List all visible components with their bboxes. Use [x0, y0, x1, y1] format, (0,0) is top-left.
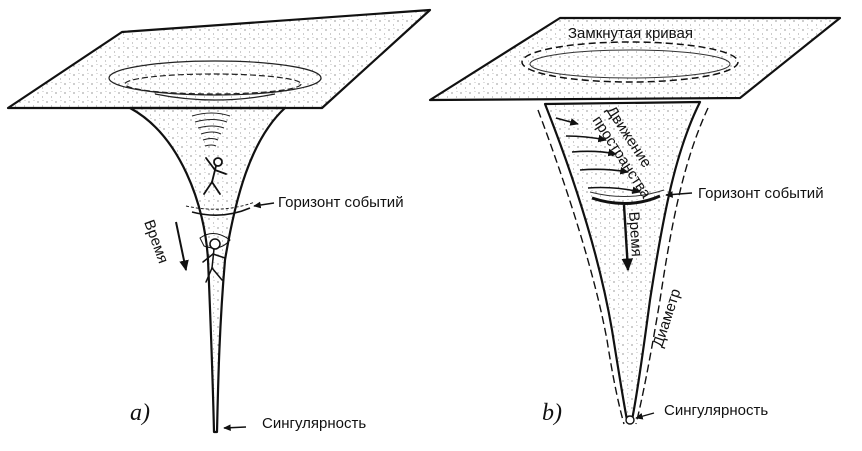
panel-label-a: a): [130, 400, 150, 426]
horizon-label-a: Горизонт событий: [278, 194, 404, 211]
space-sheet-a: [6, 8, 432, 110]
panel-label-b: b): [542, 400, 562, 426]
walking-man-icon: [203, 157, 227, 195]
space-sheet-b: [428, 16, 842, 102]
horizon-pointer-a: [253, 201, 275, 209]
closed-curve-label: Замкнутая кривая: [568, 25, 693, 42]
time-label-b: Время: [625, 211, 645, 257]
event-horizon-ring-a: [191, 207, 251, 216]
panel-b: Время Движение пространства Замкнутая кр…: [428, 16, 842, 426]
event-horizon-ring-b: [591, 194, 661, 206]
time-arrow-a: [175, 221, 189, 272]
diameter-outline-left: [537, 109, 625, 425]
time-label-a: Время: [140, 218, 171, 266]
vortex-mouth-a: [108, 60, 322, 101]
time-arrow-b: [621, 204, 634, 272]
diameter-outline-right: [635, 107, 709, 425]
falling-man-icon: [199, 233, 231, 283]
singularity-pointer-a: [223, 424, 247, 432]
singularity-pointer-b: [635, 412, 655, 420]
horizon-label-b: Горизонт событий: [698, 185, 824, 202]
funnel-a: [128, 106, 287, 434]
singularity-point-b: [625, 415, 635, 425]
closed-curve: [521, 41, 739, 83]
panel-a: Время Горизонт событий Сингулярность a): [6, 8, 432, 434]
diameter-label: Диаметр: [650, 287, 685, 350]
singularity-label-a: Сингулярность: [262, 415, 366, 432]
singularity-label-b: Сингулярность: [664, 402, 768, 419]
flow-arrow-icon: [555, 117, 641, 195]
horizon-pointer-b: [665, 191, 693, 198]
whirlpool-icon: [191, 112, 231, 147]
